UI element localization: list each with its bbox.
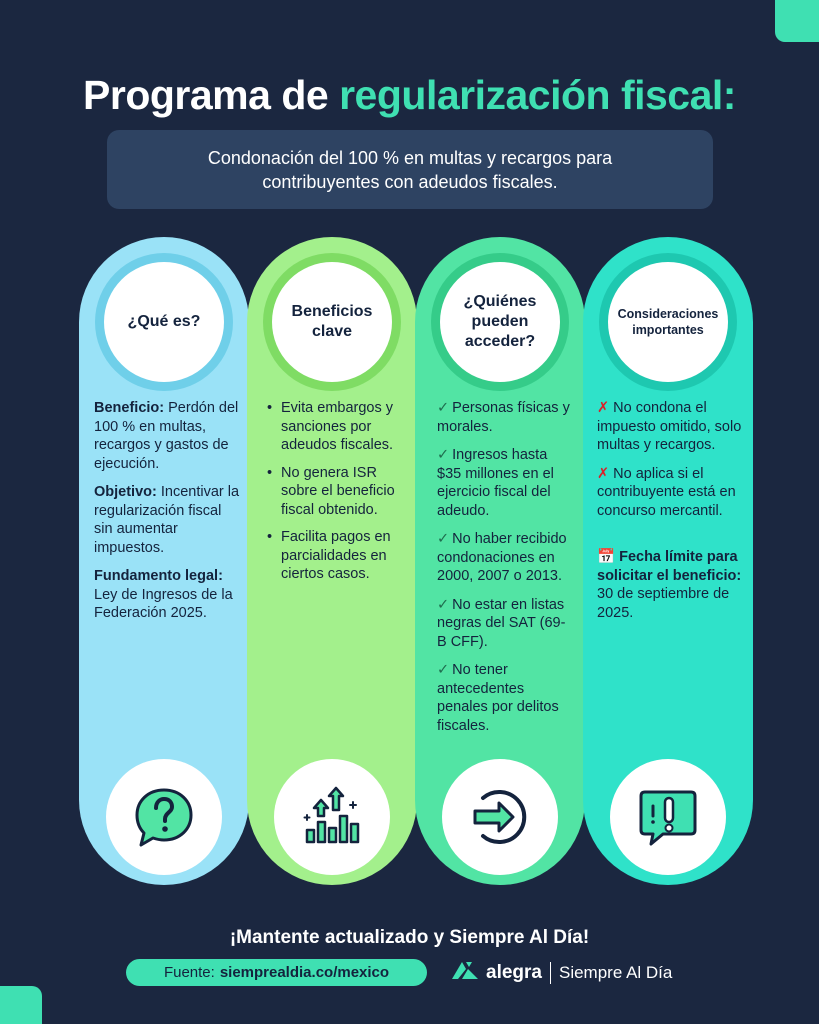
- source-label: Fuente:: [163, 964, 215, 981]
- column-body: ✓Personas físicas y morales. ✓Ingresos h…: [437, 399, 573, 745]
- column-body: ✗No condona el impuesto omitido, solo mu…: [597, 399, 747, 632]
- brand-logo: alegra Siempre Al Día: [450, 959, 672, 986]
- column-consideraciones: Consideraciones importantes ✗No condona …: [583, 237, 753, 885]
- title-part-1: Programa de: [83, 72, 329, 118]
- question-bubble-icon: [106, 759, 222, 875]
- source-badge[interactable]: Fuente: siemprealdia.co/mexico: [126, 959, 427, 986]
- column-que-es: ¿Qué es? Beneficio: Perdón del 100 % en …: [79, 237, 249, 885]
- check-icon: ✓: [437, 531, 450, 547]
- list-item: Facilita pagos en parcialidades en ciert…: [265, 528, 413, 584]
- alert-bubble-icon: [610, 759, 726, 875]
- page-title: Programa de regularización fiscal:: [0, 72, 819, 119]
- corner-decoration-bottom-left: [0, 986, 42, 1024]
- check-icon: ✓: [437, 447, 450, 463]
- list-item: ✓Personas físicas y morales.: [437, 400, 570, 435]
- column-quienes: ¿Quiénes pueden acceder? ✓Personas físic…: [415, 237, 585, 885]
- column-beneficios: Beneficios clave Evita embargos y sancio…: [247, 237, 417, 885]
- subtitle-box: Condonación del 100 % en multas y recarg…: [107, 130, 713, 209]
- source-link[interactable]: siemprealdia.co/mexico: [219, 964, 390, 981]
- column-heading: Beneficios clave: [272, 262, 392, 382]
- list-item: ✗No aplica si el contribuyente está en c…: [597, 465, 736, 519]
- list-item: ✓No haber recibido condonaciones en 2000…: [437, 531, 567, 584]
- deadline-item: 📅 Fecha límite para solicitar el benefic…: [597, 549, 742, 621]
- brand-tagline: Siempre Al Día: [558, 962, 673, 982]
- calendar-icon: 📅: [597, 549, 616, 565]
- column-heading: Consideraciones importantes: [608, 262, 728, 382]
- corner-decoration-top-right: [775, 0, 819, 42]
- list-item: ✓No estar en listas negras del SAT (69-B…: [437, 596, 566, 650]
- check-icon: ✓: [437, 400, 450, 416]
- list-item: Evita embargos y sanciones por adeudos f…: [265, 399, 413, 455]
- list-item: Objetivo: Incentivar la regularización f…: [94, 484, 240, 556]
- check-icon: ✓: [437, 662, 450, 678]
- brand-divider: [549, 961, 551, 984]
- list-item: ✓Ingresos hasta $35 millones en el ejerc…: [437, 447, 554, 519]
- list-item: Beneficio: Perdón del 100 % en multas, r…: [94, 400, 239, 472]
- subtitle-text: Condonación del 100 % en multas y recarg…: [207, 147, 613, 192]
- check-icon: ✓: [437, 596, 450, 613]
- brand-name: alegra: [486, 961, 542, 983]
- title-part-2: regularización fiscal:: [339, 72, 736, 118]
- growth-chart-icon: [274, 759, 390, 875]
- column-heading: ¿Quiénes pueden acceder?: [440, 262, 560, 382]
- cross-icon: ✗: [597, 465, 610, 482]
- call-to-action: ¡Mantente actualizado y Siempre Al Día!: [229, 927, 590, 948]
- cross-icon: ✗: [597, 400, 610, 416]
- list-item: ✗No condona el impuesto omitido, solo mu…: [597, 400, 742, 453]
- list-item: No genera ISR sobre el beneficio fiscal …: [265, 464, 413, 520]
- alegra-logo-icon: [450, 959, 480, 986]
- list-item: Fundamento legal: Ley de Ingresos de la …: [94, 568, 233, 621]
- enter-arrow-icon: [442, 759, 558, 875]
- column-body: Evita embargos y sanciones por adeudos f…: [265, 399, 413, 593]
- list-item: ✓No tener antecedentes penales por delit…: [437, 662, 559, 734]
- column-body: Beneficio: Perdón del 100 % en multas, r…: [94, 399, 242, 633]
- column-heading: ¿Qué es?: [104, 262, 224, 382]
